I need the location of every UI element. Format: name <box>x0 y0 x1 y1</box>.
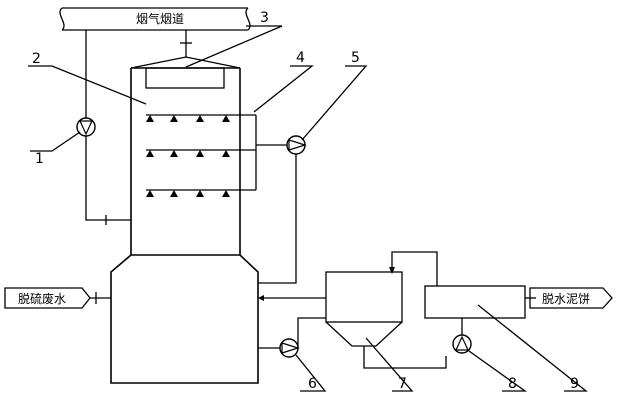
wastewater-inlet: 脱硫废水 <box>4 287 111 309</box>
spray-headers <box>146 114 288 197</box>
gas-distributor <box>130 30 241 89</box>
filter-press <box>389 251 536 319</box>
callout-4: 4 <box>296 50 305 66</box>
callout-1: 1 <box>35 151 44 167</box>
output-label: 脱水泥饼 <box>542 291 590 306</box>
flue-duct-label: 烟气烟道 <box>136 11 184 26</box>
callout-8: 8 <box>508 376 517 392</box>
flue-gas-pump-1 <box>76 30 131 225</box>
callout-leaders <box>28 25 588 392</box>
pump-8 <box>452 318 472 354</box>
cake-outlet: 脱水泥饼 <box>529 287 613 309</box>
circulation-pump-5 <box>258 135 308 284</box>
callout-2: 2 <box>32 51 41 67</box>
callout-7: 7 <box>398 376 407 392</box>
callout-numbers: 1 2 3 4 5 6 7 8 9 <box>32 10 579 392</box>
callout-3: 3 <box>260 10 269 26</box>
thickener-tank <box>258 271 447 369</box>
input-label: 脱硫废水 <box>18 291 66 306</box>
callout-6: 6 <box>308 376 317 392</box>
callout-9: 9 <box>570 376 579 392</box>
callout-5: 5 <box>351 50 360 66</box>
flue-gas-duct: 烟气烟道 <box>59 7 251 31</box>
pump-6 <box>279 338 301 358</box>
